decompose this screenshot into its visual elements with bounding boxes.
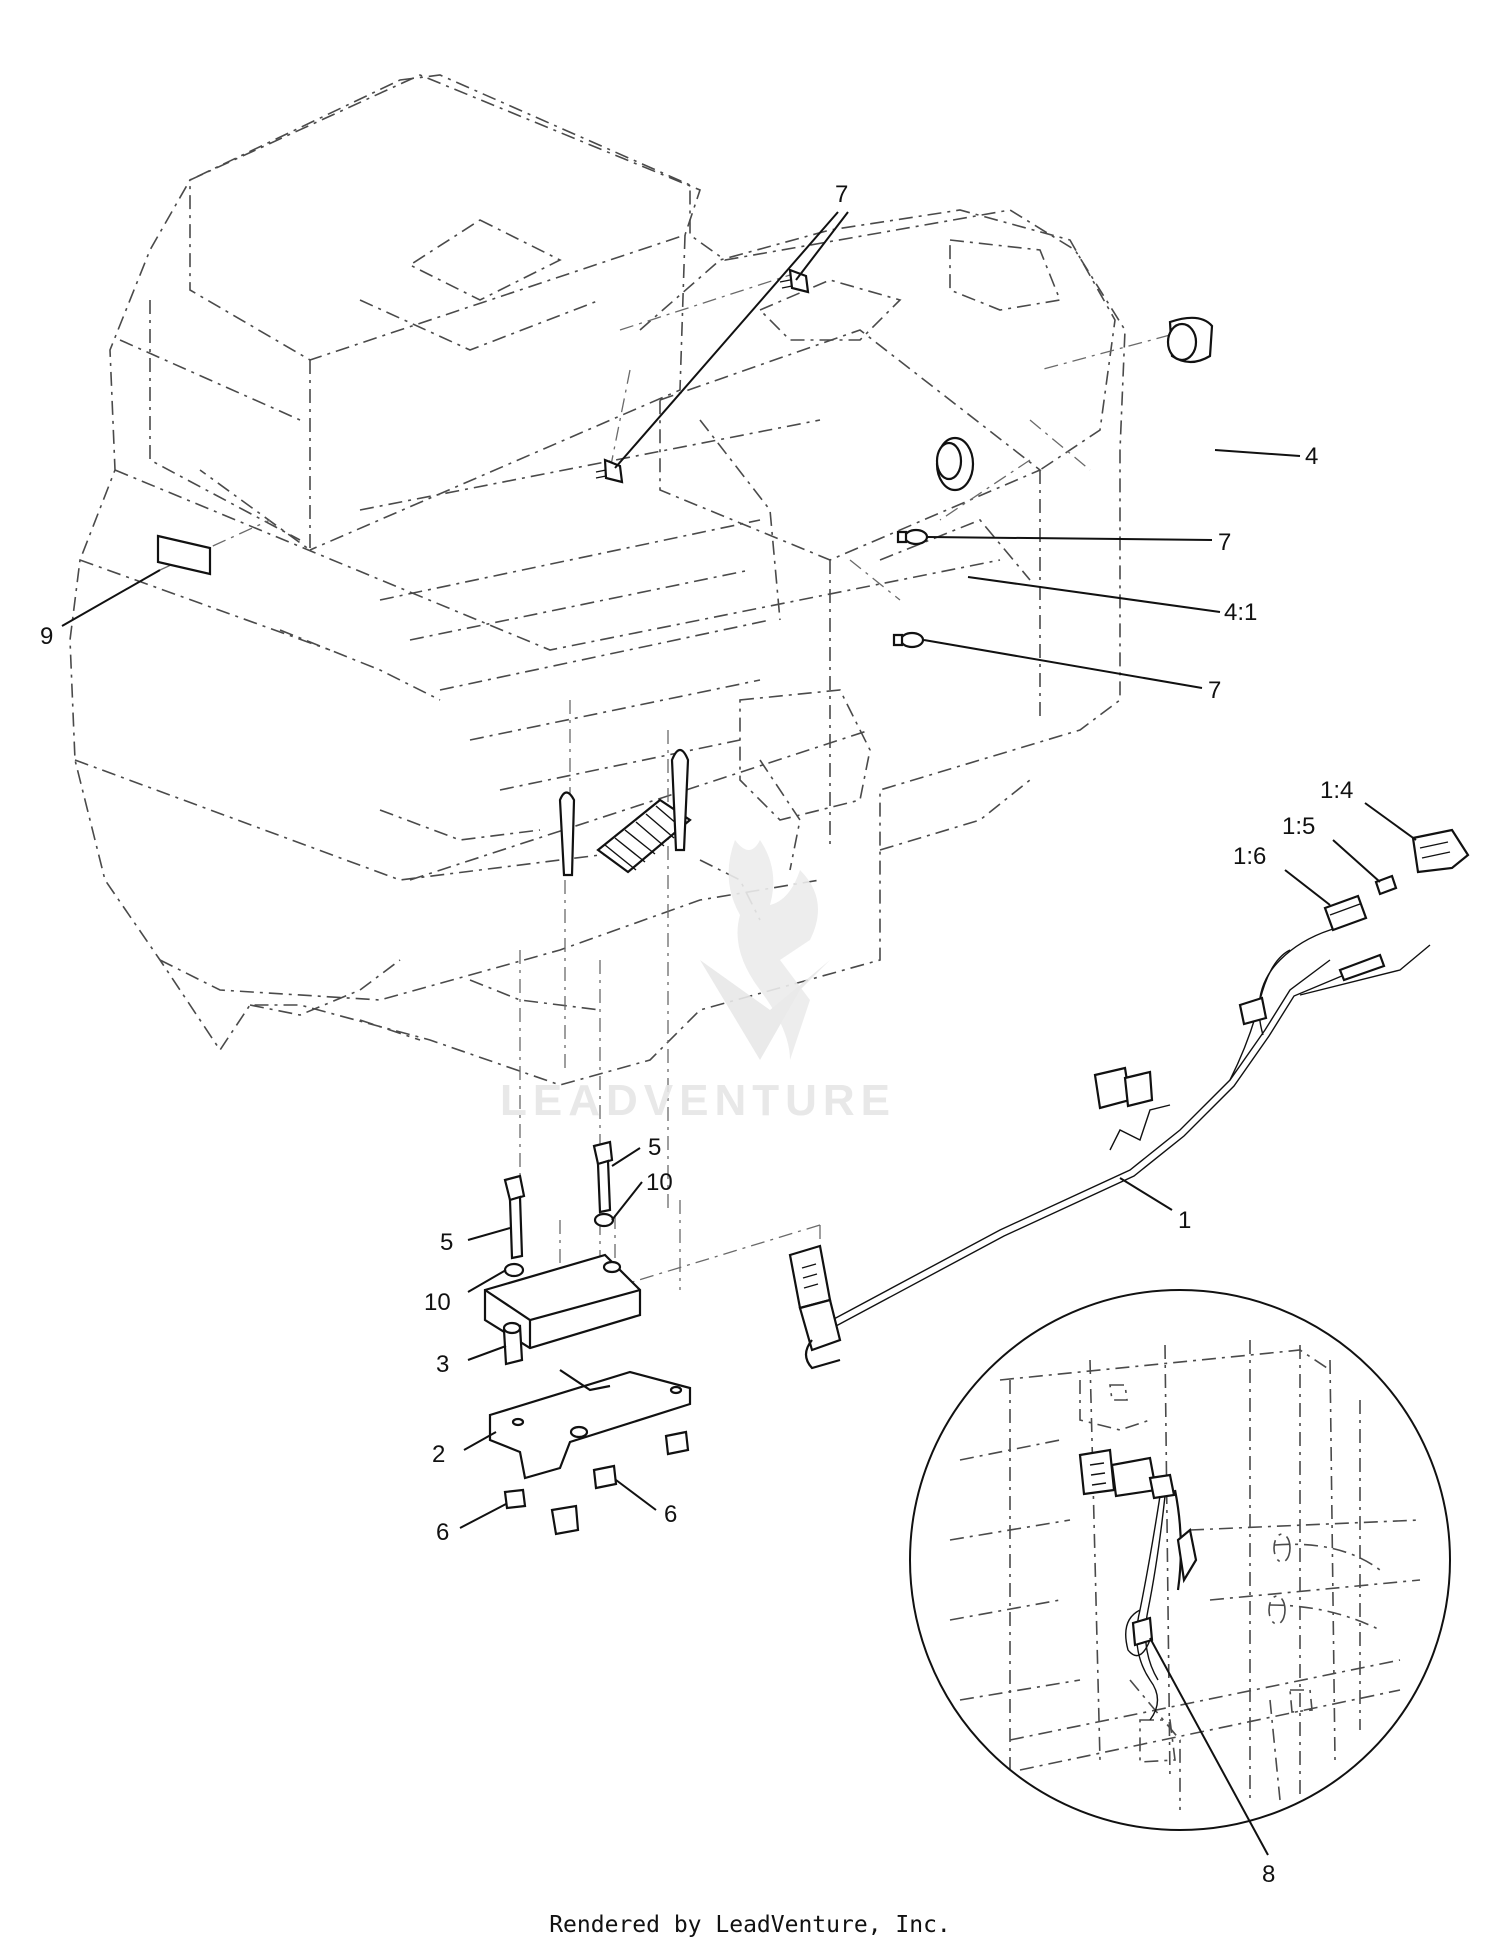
callout-1-6: 1:6 [1233, 843, 1266, 870]
nut-part-6-far [664, 1430, 690, 1456]
watermark-text: LEADVENTURE [500, 1076, 896, 1125]
spring-lever [558, 748, 692, 877]
footer-credit: Rendered by LeadVenture, Inc. [549, 1912, 951, 1938]
plug-part-1-6 [1323, 894, 1368, 932]
callout-9: 9 [40, 623, 53, 650]
nut-part-6-left [503, 1488, 527, 1510]
callout-10-right: 10 [646, 1169, 673, 1196]
callout-7-right-lower: 7 [1208, 677, 1221, 704]
callout-labels: 7 4 7 4:1 7 9 1:4 1:5 1:6 1 5 10 5 10 3 … [40, 181, 1353, 1888]
callout-4-1: 4:1 [1224, 599, 1257, 626]
bolt-part-5-left [503, 1174, 526, 1260]
callout-10-left: 10 [424, 1289, 451, 1316]
callout-8: 8 [1262, 1861, 1275, 1888]
washer-part-10-right [593, 1212, 615, 1228]
callout-3: 3 [436, 1351, 449, 1378]
leadventure-watermark: LEADVENTURE [500, 840, 896, 1125]
chassis-phantom [69, 74, 1171, 1311]
connector-part-1-4 [1411, 828, 1470, 874]
callout-6-right: 6 [664, 1501, 677, 1528]
callout-1-5: 1:5 [1282, 813, 1315, 840]
bezel-part-4-1 [935, 436, 975, 492]
knob-part-4 [1166, 316, 1214, 364]
callout-4: 4 [1305, 443, 1318, 470]
bracket-part-2 [488, 1369, 692, 1480]
callout-1: 1 [1178, 1207, 1191, 1234]
callout-5-right: 5 [648, 1134, 661, 1161]
callout-6-left: 6 [436, 1519, 449, 1546]
decal-part-9 [156, 534, 212, 576]
leadventure-flame-logo-icon [700, 840, 830, 1060]
terminal-part-1-5 [1374, 874, 1398, 896]
nut-part-6-center [550, 1504, 580, 1536]
screw-part-7-right-lower [892, 631, 925, 649]
screw-part-7-right-upper [896, 528, 929, 546]
callout-1-4: 1:4 [1320, 777, 1353, 804]
nut-part-6-right [592, 1464, 618, 1490]
detail-inset [909, 1289, 1451, 1831]
leader-lines [61, 211, 1417, 1856]
callout-5-left: 5 [440, 1229, 453, 1256]
wire-harness-part-1 [788, 919, 1431, 1370]
switch-part-3 [483, 1253, 642, 1366]
bolt-part-5-right [592, 1140, 614, 1214]
callout-7-right-upper: 7 [1218, 529, 1231, 556]
parts-diagram: 7 4 7 4:1 7 9 1:4 1:5 1:6 1 5 10 5 10 3 … [40, 74, 1470, 1888]
callout-7-top: 7 [835, 181, 848, 208]
washer-part-10-left [503, 1262, 525, 1278]
callout-2: 2 [432, 1441, 445, 1468]
